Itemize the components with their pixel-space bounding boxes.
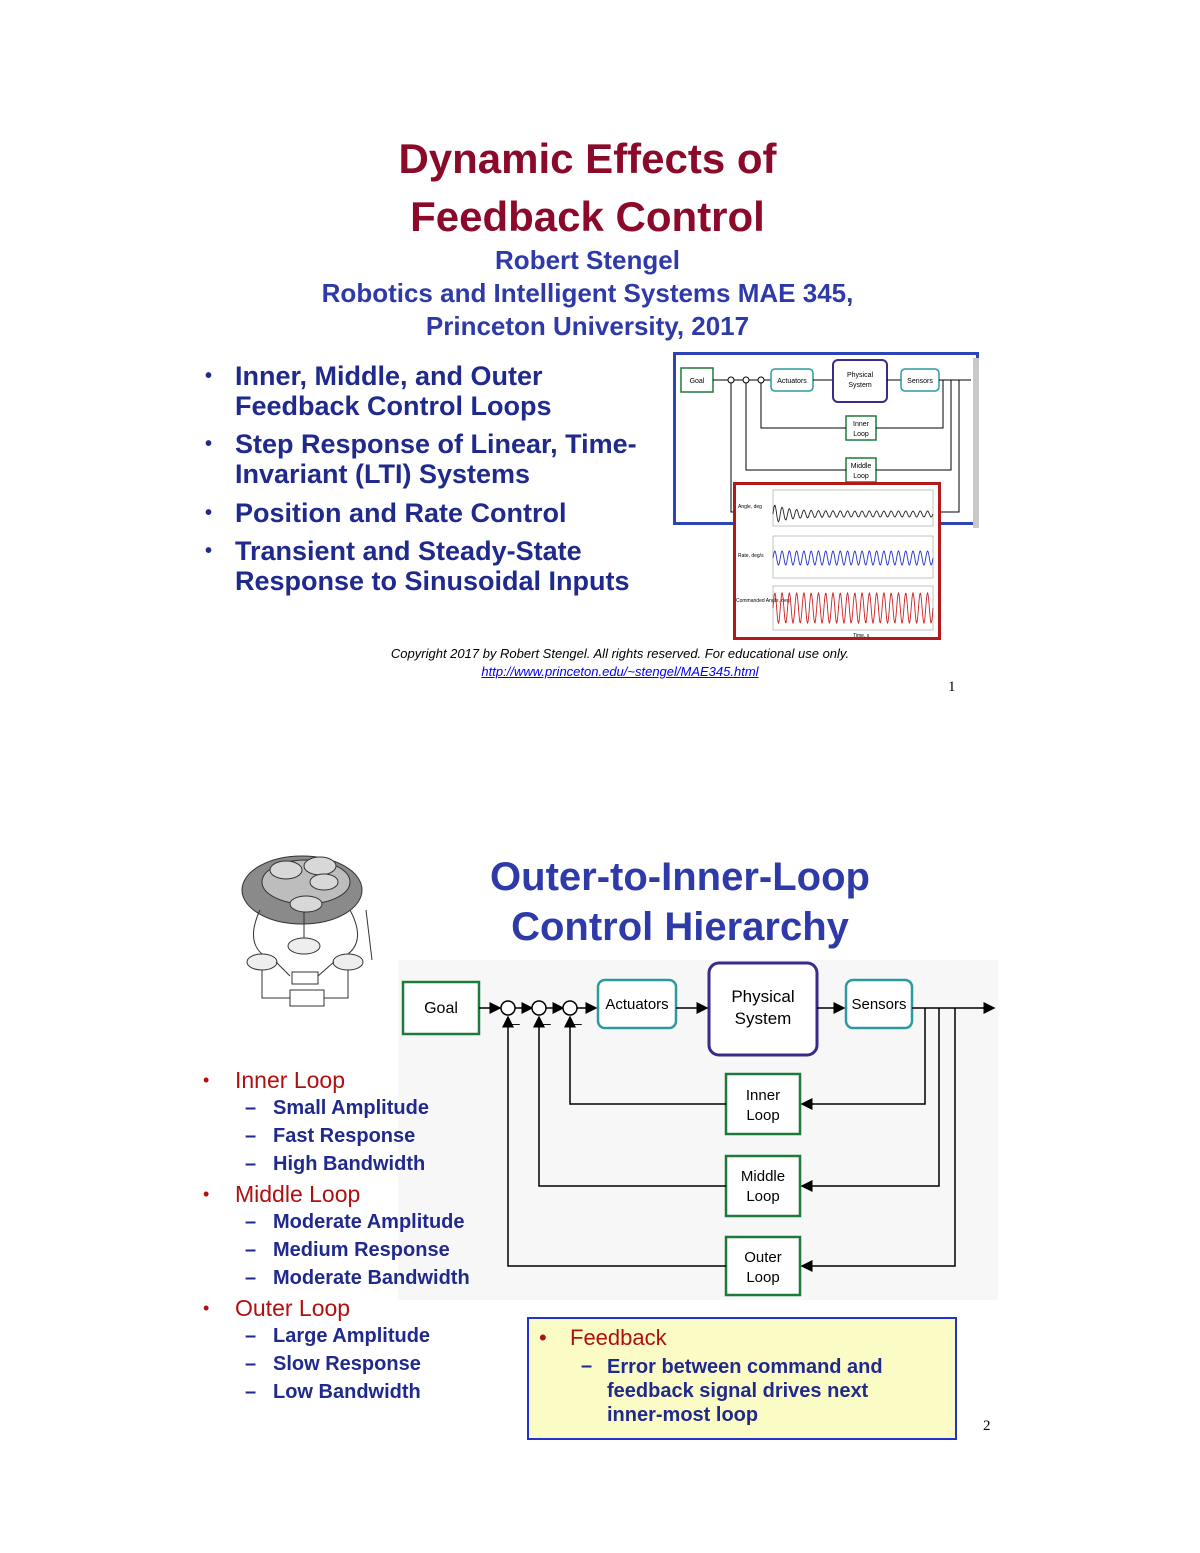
slide1-bullet-3: • Position and Rate Control <box>205 498 675 528</box>
slide1-institution: Princeton University, 2017 <box>425 311 750 341</box>
list-item: –Moderate Bandwidth <box>245 1267 470 1289</box>
inner-loop-box <box>724 1072 802 1136</box>
minus-sign-inner: – <box>574 1015 582 1031</box>
angle-trace <box>772 504 934 523</box>
thumb-actuators-label: Actuators <box>777 378 807 385</box>
sensors-label: Sensors <box>851 996 906 1013</box>
plot-frame <box>733 482 941 640</box>
summing-junction-outer <box>500 1000 516 1016</box>
slide1-response-plot-thumbnail: Angle, deg Rate, deg/s Commanded Angle, … <box>733 482 941 640</box>
physical-system-label-1: Physical <box>731 987 794 1006</box>
thumb-middle-label2: Loop <box>853 473 869 480</box>
thumb-goal-box <box>680 367 714 393</box>
thumb-inner-label2: Loop <box>853 431 869 438</box>
physical-system-label-2: System <box>735 1009 792 1028</box>
bullet-text: Response to Sinusoidal Inputs <box>235 566 630 596</box>
slide1-bullet-2: • Step Response of Linear, Time- Invaria… <box>205 429 675 489</box>
rate-trace <box>772 550 934 566</box>
thumb-physical-label1: Physical <box>847 372 874 379</box>
minus-sign-middle: – <box>543 1015 551 1031</box>
middle-loop-label-1: Middle <box>741 1168 785 1185</box>
slide2-title-line1: Outer-to-Inner-Loop <box>490 855 870 899</box>
list-item: –High Bandwidth <box>245 1153 426 1175</box>
plot-label-angle: Angle, deg <box>738 504 762 510</box>
actuators-box <box>596 978 678 1030</box>
thumb-goal-label: Goal <box>690 378 705 385</box>
plot-label-command: Commanded Angle, deg <box>736 598 790 604</box>
outer-loop-label-2: Loop <box>746 1269 779 1286</box>
feedback-bullet: • <box>539 1325 547 1350</box>
list-item: –Low Bandwidth <box>245 1381 421 1403</box>
list-item: –Fast Response <box>245 1125 416 1147</box>
feedback-dash: – <box>581 1355 593 1377</box>
minus-sign-outer: – <box>512 1015 520 1031</box>
inner-loop-label-1: Inner <box>746 1087 780 1104</box>
course-url-link[interactable]: http://www.princeton.edu/~stengel/MAE345… <box>481 664 759 679</box>
outer-loop-label-1: Outer <box>744 1249 782 1266</box>
list-item: –Large Amplitude <box>245 1325 431 1347</box>
command-trace <box>772 591 934 625</box>
slide1-title-line1: Dynamic Effects of <box>398 135 777 182</box>
thumb-physical-label2: System <box>848 382 872 389</box>
outer-loop-heading: •Outer Loop <box>203 1295 351 1321</box>
feedback-description: Error between command and feedback signa… <box>607 1356 883 1426</box>
slide1-author: Robert Stengel <box>495 245 680 275</box>
plot-label-rate: Rate, deg/s <box>738 553 764 559</box>
bullet-dot: • <box>205 433 213 455</box>
bullet-text: Feedback Control Loops <box>235 391 552 421</box>
thumb-sensors-label: Sensors <box>907 378 933 385</box>
feedback-heading: Feedback <box>570 1325 667 1350</box>
page-number-2: 2 <box>983 1418 991 1434</box>
slide2-title-line2: Control Hierarchy <box>511 905 849 949</box>
loop-list: •Inner Loop –Small Amplitude –Fast Respo… <box>203 1066 535 1406</box>
bullet-text: Invariant (LTI) Systems <box>235 459 531 489</box>
list-item: –Slow Response <box>245 1353 421 1375</box>
middle-loop-box <box>724 1154 802 1218</box>
summing-junction-inner <box>562 1000 578 1016</box>
list-item: –Medium Response <box>245 1239 450 1261</box>
slide1-bullet-1: • Inner, Middle, and Outer Feedback Cont… <box>205 361 675 421</box>
summing-junction-middle <box>531 1000 547 1016</box>
slide1-title-line2: Feedback Control <box>410 193 765 240</box>
list-item: –Small Amplitude <box>245 1097 429 1119</box>
feedback-note-box: • Feedback – Error between command and f… <box>527 1317 957 1440</box>
thumb-middle-label1: Middle <box>851 463 872 470</box>
bullet-dot: • <box>205 540 213 562</box>
bullet-text: Step Response of Linear, Time- <box>235 429 637 459</box>
copyright-notice: Copyright 2017 by Robert Stengel. All ri… <box>390 646 850 661</box>
slide1-bullet-4: • Transient and Steady-State Response to… <box>205 536 675 596</box>
bullet-text: Inner, Middle, and Outer <box>235 361 543 391</box>
plot-xlabel: Time, s <box>853 633 870 639</box>
inner-loop-heading: •Inner Loop <box>203 1067 345 1093</box>
actuators-label: Actuators <box>605 996 668 1013</box>
middle-loop-label-2: Loop <box>746 1188 779 1205</box>
middle-loop-heading: •Middle Loop <box>203 1181 361 1207</box>
outer-loop-box <box>724 1235 802 1297</box>
physical-system-box <box>707 961 819 1057</box>
page-number-1: 1 <box>948 679 956 695</box>
bullet-dot: • <box>205 502 213 524</box>
sensors-box <box>844 978 914 1030</box>
goal-label: Goal <box>424 1000 458 1017</box>
inner-loop-label-2: Loop <box>746 1107 779 1124</box>
hierarchy-thumbnail-figure <box>241 855 373 1007</box>
thumb-physical-box <box>832 359 888 403</box>
bullet-text: Transient and Steady-State <box>235 536 582 566</box>
bullet-text: Position and Rate Control <box>235 498 567 528</box>
bullet-dot: • <box>205 365 213 387</box>
control-hierarchy-diagram: Goal Actuators Physical System Sensors I… <box>398 960 998 1300</box>
thumb-inner-label1: Inner <box>853 421 870 428</box>
list-item: –Moderate Amplitude <box>245 1211 465 1233</box>
slide1-course: Robotics and Intelligent Systems MAE 345… <box>321 278 854 308</box>
